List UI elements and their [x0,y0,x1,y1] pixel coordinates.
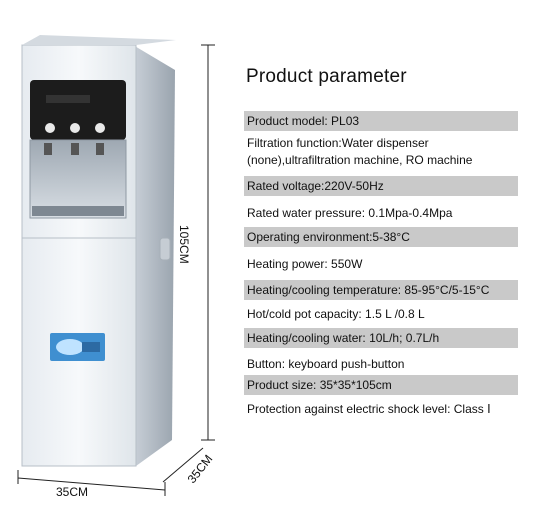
spec-row: Product size: 35*35*105cm [244,375,518,395]
spec-row: Rated water pressure: 0.1Mpa-0.4Mpa [247,206,453,220]
spec-row: Button: keyboard push-button [247,357,405,371]
dispensing-alcove [22,139,136,239]
width-dimension-label: 35CM [56,485,89,499]
water-dispenser-image [17,35,215,496]
spec-row: Protection against electric shock level:… [247,402,491,416]
spec-row: Product model: PL03 [244,111,518,131]
brand-sticker [50,333,105,361]
height-dimension-label: 105CM [177,225,191,264]
spec-row: Filtration function:Water dispenser (non… [247,136,473,167]
page-title: Product parameter [246,66,407,87]
spec-row: Heating/cooling temperature: 85-95°C/5-1… [244,280,518,300]
spec-row: Hot/cold pot capacity: 1.5 L /0.8 L [247,307,425,321]
spec-row: Operating environment:5-38°C [244,227,518,247]
spec-row: Rated voltage:220V-50Hz [244,176,518,196]
dimension-lines [17,44,215,496]
spec-row: Heating power: 550W [247,257,363,271]
control-panel [30,80,126,140]
spec-row: Heating/cooling water: 10L/h; 0.7L/h [244,328,518,348]
